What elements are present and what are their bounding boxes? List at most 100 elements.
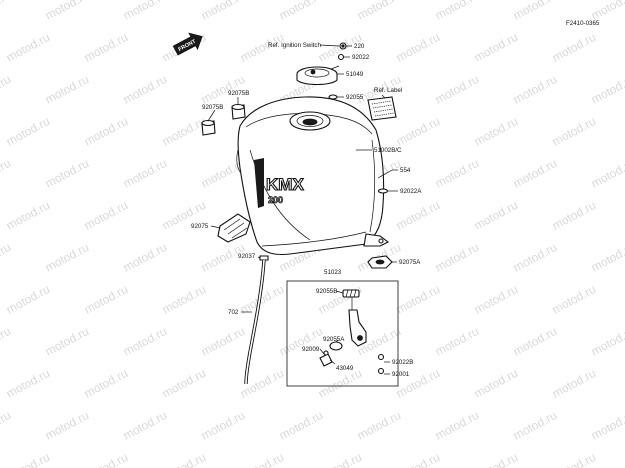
label-92022b: 92022B [392, 359, 413, 366]
watermark-text: motod.ru [43, 408, 91, 443]
watermark-text: motod.ru [82, 114, 130, 149]
watermark-text: motod.ru [433, 408, 481, 443]
watermark-text: motod.ru [160, 450, 208, 468]
label-ref-label: Ref. Label [374, 87, 402, 94]
watermark-text: motod.ru [121, 408, 169, 443]
cock-body [348, 309, 367, 347]
watermark-text: motod.ru [277, 0, 325, 23]
watermark-text: motod.ru [433, 72, 481, 107]
label-51002bc: 51002B/C [374, 147, 402, 154]
part-labels: Ref. Ignition Switch 220 92022 51049 920… [191, 42, 422, 378]
watermark-text: motod.ru [199, 408, 247, 443]
label-92075b-right: 92075B [228, 90, 249, 97]
watermark-text: motod.ru [472, 366, 520, 401]
watermark-text: motod.ru [82, 30, 130, 65]
tank-decal: KMX 200 [254, 158, 305, 208]
watermark-text: motod.ru [277, 408, 325, 443]
watermark-text: motod.ru [589, 156, 625, 191]
watermark-text: motod.ru [550, 198, 598, 233]
label-702: 702 [228, 309, 239, 316]
watermark-text: motod.ru [511, 0, 559, 23]
cap-screw [337, 42, 347, 61]
damper-rubbers [201, 103, 246, 136]
watermark-text: motod.ru [433, 156, 481, 191]
label-92055: 92055 [346, 94, 364, 101]
tank-logo-200: 200 [268, 195, 283, 205]
label-51023: 51023 [324, 269, 342, 276]
watermark-text: motod.ru [43, 72, 91, 107]
watermark-text: motod.ru [472, 198, 520, 233]
label-92037: 92037 [238, 253, 256, 260]
label-43049: 43049 [336, 365, 354, 372]
watermark-text: motod.ru [82, 282, 130, 317]
watermark-text: motod.ru [82, 366, 130, 401]
watermark-text: motod.ru [550, 114, 598, 149]
watermark-text: motod.ru [4, 282, 52, 317]
watermark-text: motod.ru [589, 72, 625, 107]
hose-clamp [259, 255, 269, 261]
watermark-text: motod.ru [589, 240, 625, 275]
watermark-text: motod.ru [4, 114, 52, 149]
watermark-text: motod.ru [394, 282, 442, 317]
cap-gasket [328, 94, 338, 100]
watermark-text: motod.ru [0, 156, 13, 191]
watermark-text: motod.ru [472, 114, 520, 149]
tank-logo-kmx: KMX [266, 175, 304, 194]
front-damper [217, 213, 251, 243]
watermark-text: motod.ru [0, 72, 13, 107]
ref-label-card [367, 96, 397, 121]
leader-lines [207, 44, 398, 375]
label-92075b-left: 92075B [202, 104, 223, 111]
arrow-icon [172, 32, 203, 56]
fuel-cap [296, 65, 340, 86]
watermark-text: motod.ru [4, 450, 52, 468]
label-92075: 92075 [191, 223, 209, 230]
watermark-text: motod.ru [4, 30, 52, 65]
label-554: 554 [400, 167, 411, 174]
watermark-text: motod.ru [0, 240, 13, 275]
label-92055a: 92055A [323, 336, 345, 343]
watermark-text: motod.ru [82, 450, 130, 468]
label-92075a: 92075A [399, 259, 421, 266]
watermark-text: motod.ru [433, 240, 481, 275]
label-220: 220 [354, 43, 365, 50]
watermark-text: motod.ru [199, 324, 247, 359]
watermark-text: motod.ru [394, 450, 442, 468]
rear-damper [367, 255, 393, 269]
watermark-text: motod.ru [43, 240, 91, 275]
watermark-text: motod.ru [43, 0, 91, 23]
watermark-text: motod.ru [394, 114, 442, 149]
watermark-text: motod.ru [0, 324, 13, 359]
watermark-text: motod.ru [121, 0, 169, 23]
watermark-text: motod.ru [316, 450, 364, 468]
fuel-cock-box [286, 280, 399, 387]
watermark-text: motod.ru [433, 0, 481, 23]
watermark-text: motod.ru [0, 0, 13, 23]
watermark-text: motod.ru [394, 198, 442, 233]
watermark-text: motod.ru [121, 156, 169, 191]
hose-clip [377, 169, 393, 179]
watermark-text: motod.ru [550, 282, 598, 317]
watermark-text: motod.ru [199, 0, 247, 23]
watermark-text: motod.ru [511, 156, 559, 191]
watermark-text: motod.ru [550, 366, 598, 401]
watermark-text: motod.ru [121, 324, 169, 359]
watermark-text: motod.ru [43, 324, 91, 359]
watermark-text: motod.ru [121, 240, 169, 275]
watermark-text: motod.ru [433, 324, 481, 359]
watermark-text: motod.ru [511, 72, 559, 107]
label-92022: 92022 [352, 54, 370, 61]
watermark-text: motod.ru [4, 198, 52, 233]
watermark-text: motod.ru [355, 408, 403, 443]
watermark-text: motod.ru [4, 366, 52, 401]
watermark-text: motod.ru [472, 450, 520, 468]
watermark-text: motod.ru [394, 30, 442, 65]
watermark-text: motod.ru [550, 450, 598, 468]
diagram-code: F2410-0365 [566, 20, 600, 27]
watermark-text: motod.ru [160, 366, 208, 401]
watermark-text: motod.ru [472, 30, 520, 65]
watermark-text: motod.ru [0, 408, 13, 443]
watermark-text: motod.ru [238, 450, 286, 468]
